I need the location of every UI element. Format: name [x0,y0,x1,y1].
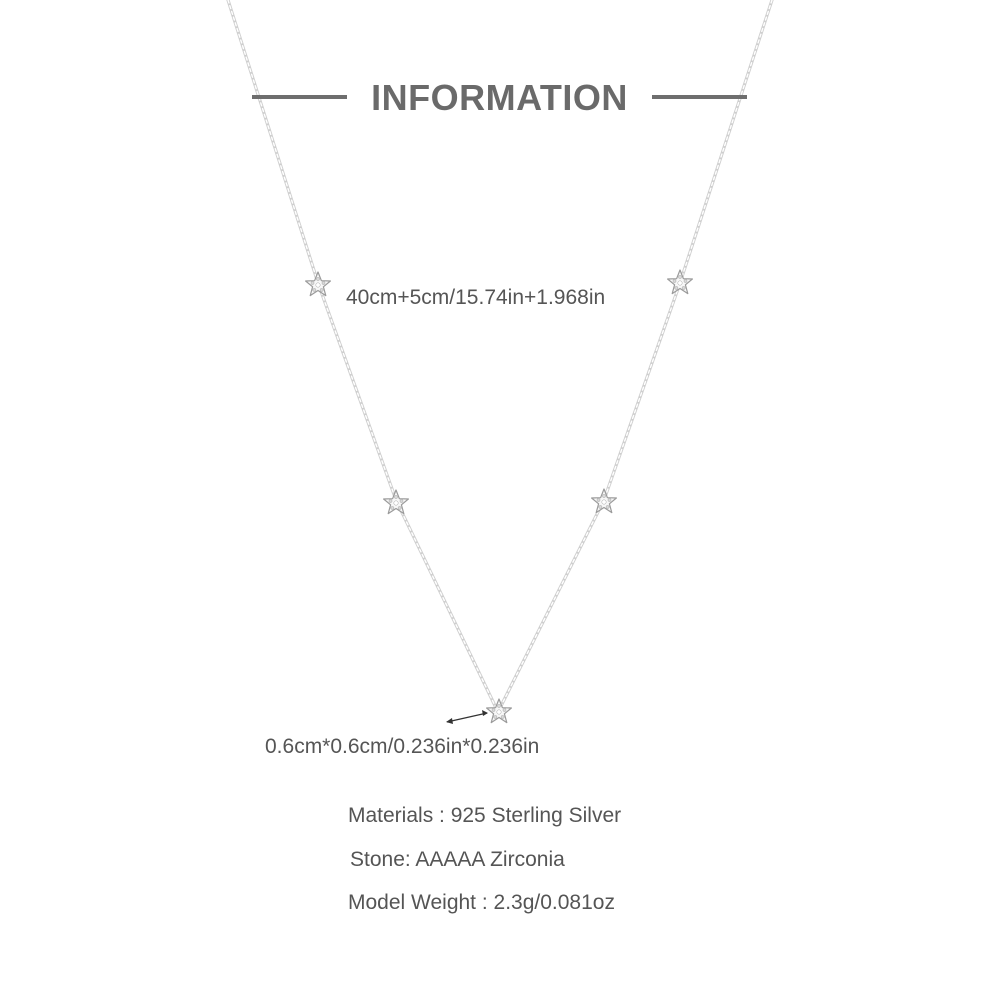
star-icon [590,488,618,514]
stone-spec: Stone: AAAAA Zirconia [350,848,565,871]
title-rule-right [652,95,747,99]
chain-length-label: 40cm+5cm/15.74in+1.968in [346,286,606,309]
star-icon [383,489,409,515]
chain [226,0,774,714]
weight-spec: Model Weight : 2.3g/0.081oz [348,891,615,914]
title-rule-left [252,95,347,99]
page-title: INFORMATION [371,77,628,118]
double-arrow-icon [446,710,488,724]
pendant-size-label: 0.6cm*0.6cm/0.236in*0.236in [265,735,540,758]
star-icon [305,271,331,297]
star-icon [666,269,694,295]
materials-spec: Materials : 925 Sterling Silver [348,804,622,827]
star-icon [486,698,512,724]
